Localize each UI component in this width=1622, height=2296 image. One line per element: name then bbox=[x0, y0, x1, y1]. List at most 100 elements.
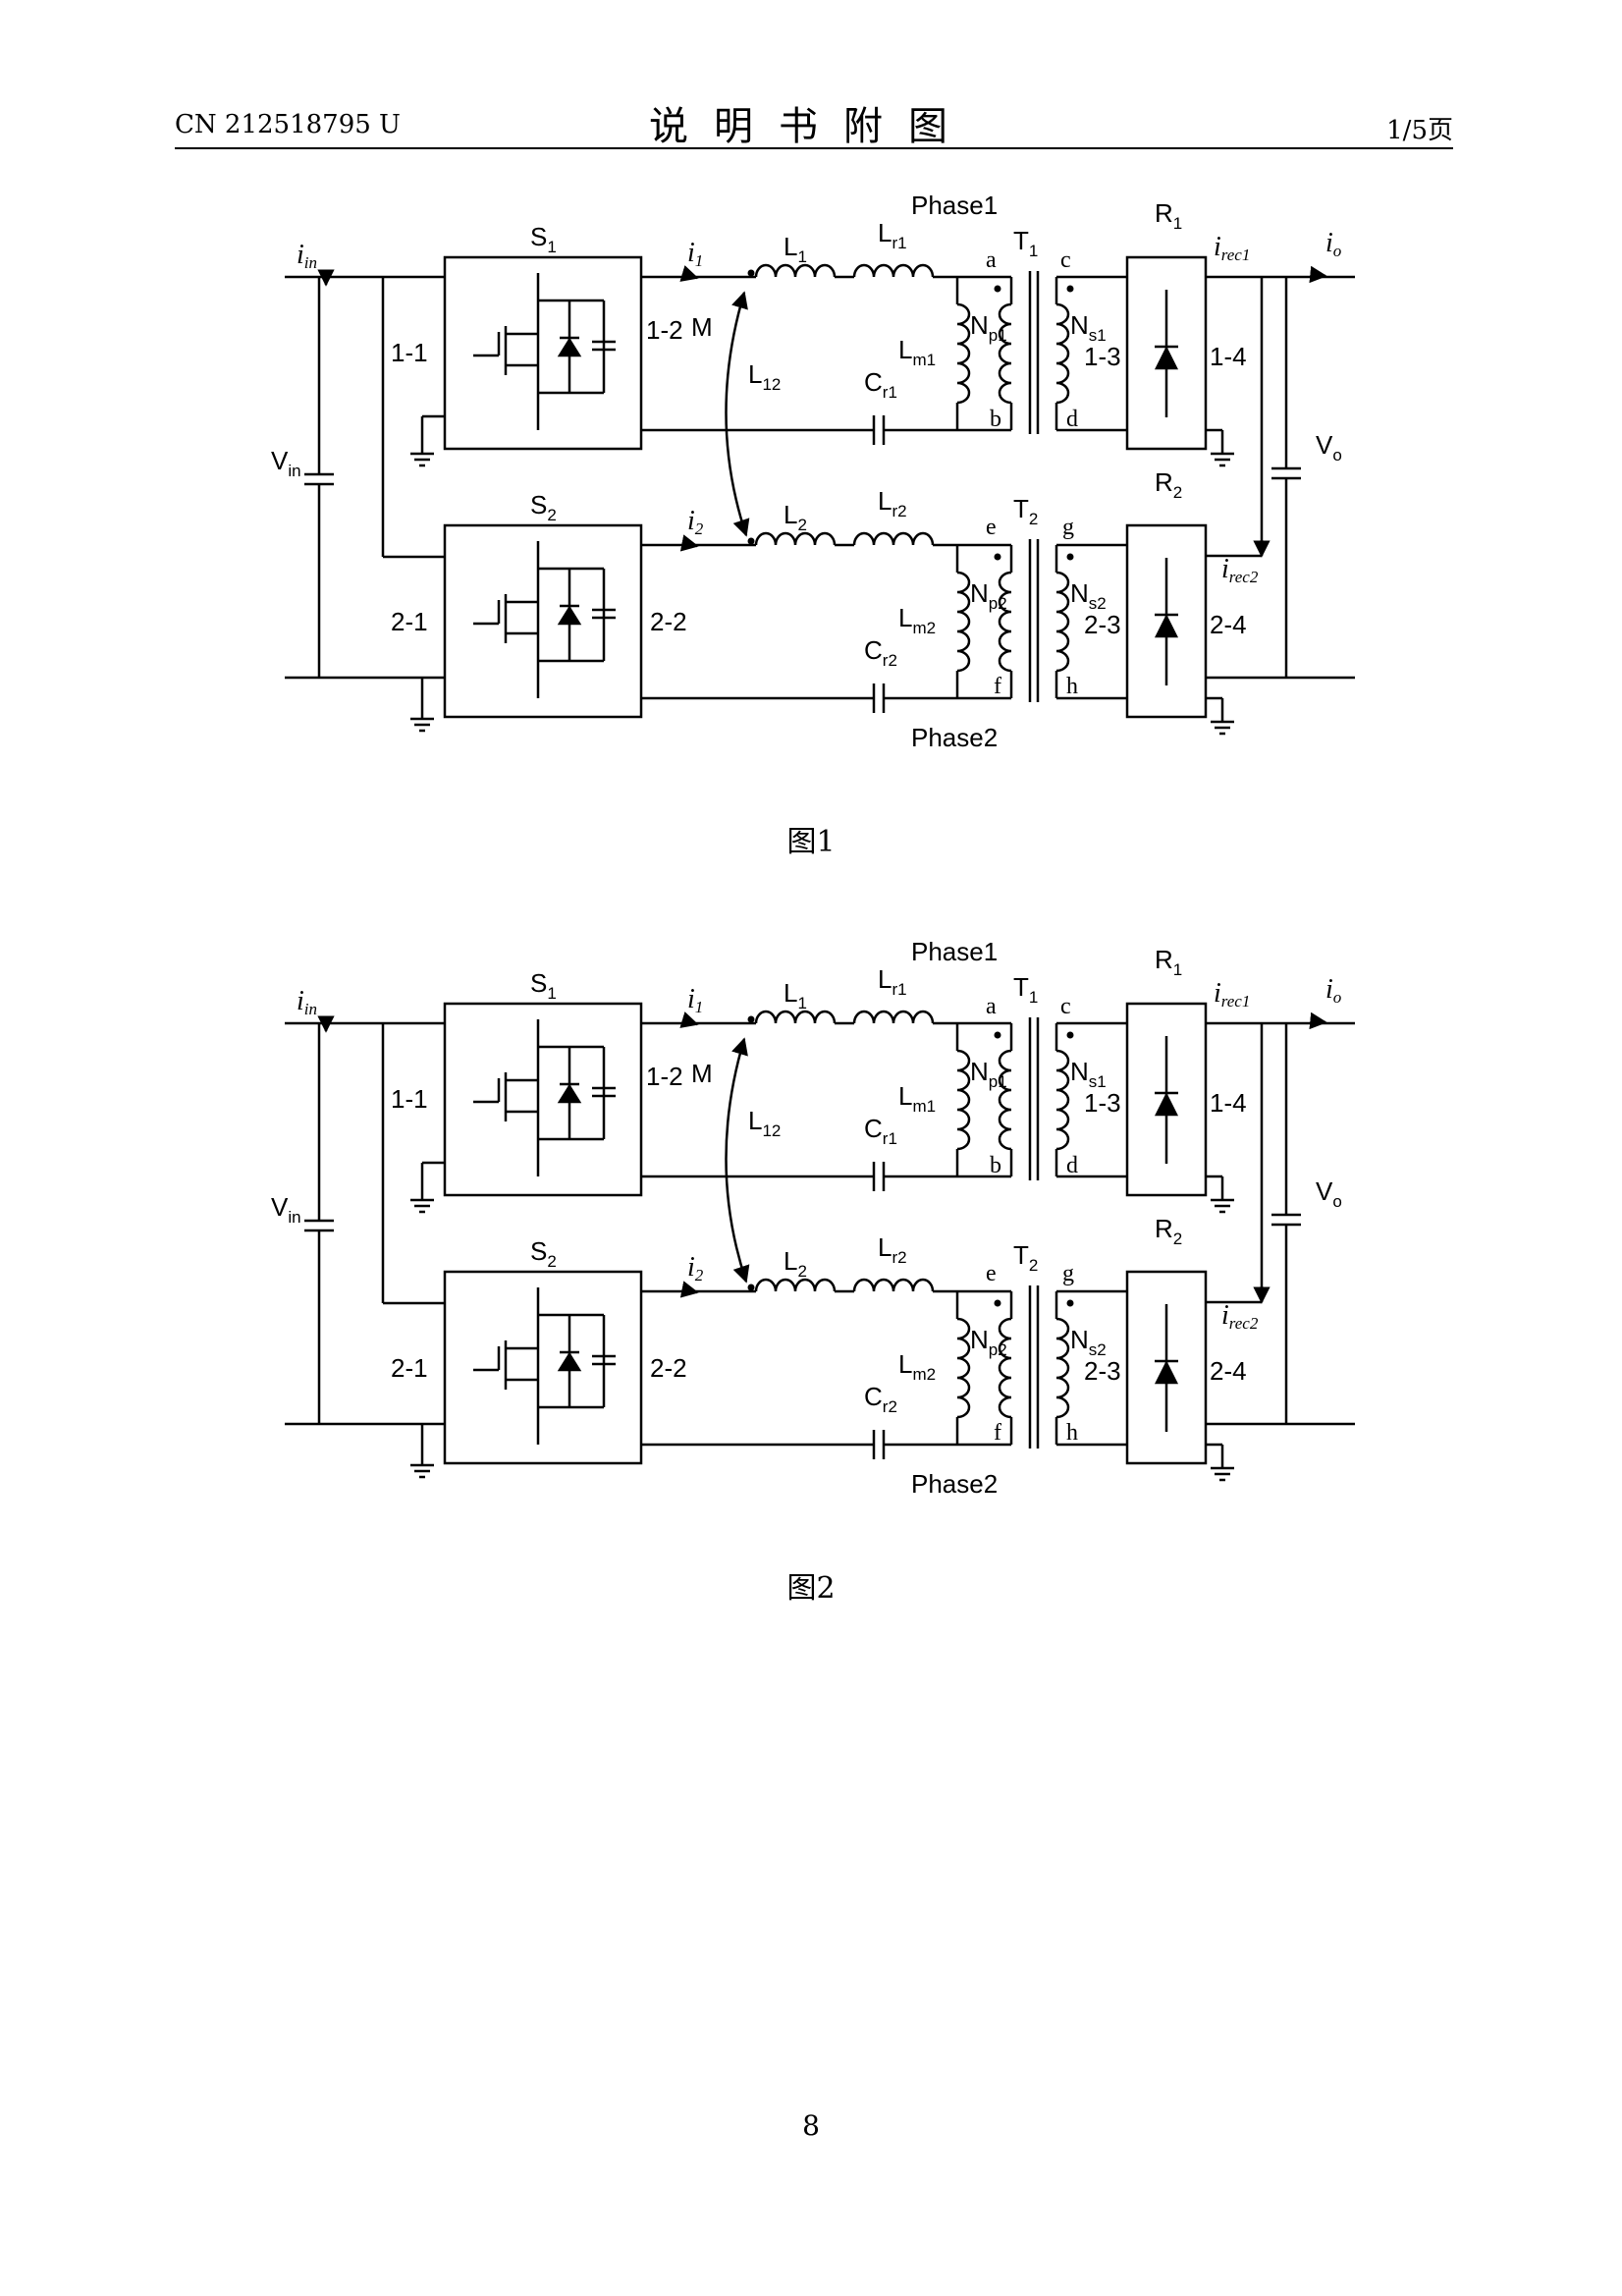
node-2-2: 2-2 bbox=[650, 607, 687, 636]
page-title: 说明书附图 bbox=[649, 104, 973, 149]
i-o-label: io bbox=[1325, 974, 1341, 1007]
terminal-e: e bbox=[986, 515, 997, 540]
patent-number: CN 212518795 U bbox=[175, 110, 401, 139]
l2-polarity-dot bbox=[747, 537, 755, 545]
winding-np2 bbox=[998, 571, 1012, 673]
np1-polarity-dot bbox=[994, 285, 1001, 293]
mutual-coupling-arrow bbox=[725, 291, 750, 537]
cr1-label: Cr1 bbox=[864, 1114, 897, 1148]
i1-label: i1 bbox=[687, 238, 703, 270]
terminal-h: h bbox=[1066, 674, 1078, 699]
inductor-l1 bbox=[754, 263, 837, 278]
l1-polarity-dot bbox=[747, 1015, 755, 1023]
l2-polarity-dot bbox=[747, 1284, 755, 1291]
m-label: M bbox=[691, 312, 713, 342]
i-rec1-label: irec1 bbox=[1214, 978, 1250, 1011]
rectifier-r2 bbox=[1125, 523, 1208, 719]
i-rec1-label: irec1 bbox=[1214, 232, 1250, 264]
terminal-f: f bbox=[994, 674, 1001, 699]
inductor-l1 bbox=[754, 1010, 837, 1024]
page-number: 8 bbox=[802, 2109, 820, 2142]
terminal-c: c bbox=[1060, 994, 1071, 1019]
phase2-label: Phase2 bbox=[911, 1469, 998, 1499]
header-rule bbox=[175, 147, 1453, 149]
node-1-4: 1-4 bbox=[1210, 342, 1247, 371]
np1-label: Np1 bbox=[970, 310, 1007, 345]
lm1-label: Lm1 bbox=[898, 335, 936, 369]
node-2-1: 2-1 bbox=[391, 607, 428, 636]
l12-label: L12 bbox=[748, 1106, 781, 1140]
node-2-1: 2-1 bbox=[391, 1353, 428, 1383]
lm2-label: Lm2 bbox=[898, 1349, 936, 1384]
terminal-b: b bbox=[990, 1153, 1001, 1178]
inductor-lm2 bbox=[956, 571, 971, 673]
l1-label: L1 bbox=[784, 978, 807, 1012]
v-o-label: Vo bbox=[1316, 1176, 1342, 1211]
winding-np1 bbox=[998, 1049, 1012, 1151]
i-rec2-label: irec2 bbox=[1221, 554, 1259, 586]
figure-1-diagram: Phase1 Phase2 S1 S2 R1 R2 T1 T2 iin i1 i… bbox=[265, 177, 1375, 786]
node-2-2: 2-2 bbox=[650, 1353, 687, 1383]
i-rec2-label: irec2 bbox=[1221, 1300, 1259, 1333]
i2-label: i2 bbox=[687, 506, 704, 538]
i-in-label: iin bbox=[297, 986, 317, 1018]
i-o-label: io bbox=[1325, 228, 1341, 260]
phase1-label: Phase1 bbox=[911, 937, 998, 966]
winding-ns1 bbox=[1055, 302, 1070, 405]
node-2-4: 2-4 bbox=[1210, 1356, 1247, 1386]
node-2-3: 2-3 bbox=[1084, 610, 1121, 639]
ns2-label: Ns2 bbox=[1070, 1325, 1107, 1359]
terminal-a: a bbox=[986, 247, 997, 273]
lr1-label: Lr1 bbox=[878, 964, 907, 999]
switch-box-s2 bbox=[443, 1270, 643, 1465]
r1-label: R1 bbox=[1155, 198, 1182, 233]
l1-polarity-dot bbox=[747, 269, 755, 277]
terminal-f: f bbox=[994, 1420, 1001, 1446]
inductor-l2 bbox=[754, 1278, 837, 1292]
i2-label: i2 bbox=[687, 1252, 704, 1285]
terminal-c: c bbox=[1060, 247, 1071, 273]
winding-ns2 bbox=[1055, 1317, 1070, 1419]
page-indicator: 1/5页 bbox=[1386, 116, 1453, 145]
t1-label: T1 bbox=[1013, 972, 1038, 1007]
node-2-4: 2-4 bbox=[1210, 610, 1247, 639]
lm1-label: Lm1 bbox=[898, 1081, 936, 1116]
np1-label: Np1 bbox=[970, 1057, 1007, 1091]
np2-polarity-dot bbox=[994, 1299, 1001, 1307]
inductor-lm1 bbox=[956, 1049, 971, 1151]
np2-label: Np2 bbox=[970, 578, 1007, 613]
winding-np2 bbox=[998, 1317, 1012, 1419]
t2-label: T2 bbox=[1013, 1240, 1038, 1275]
switch-box-s1 bbox=[443, 255, 643, 451]
inductor-lm2 bbox=[956, 1317, 971, 1419]
r1-label: R1 bbox=[1155, 945, 1182, 979]
switch-box-s2 bbox=[443, 523, 643, 719]
ns1-polarity-dot bbox=[1066, 1031, 1074, 1039]
np2-label: Np2 bbox=[970, 1325, 1007, 1359]
node-1-1: 1-1 bbox=[391, 338, 428, 367]
inductor-l2 bbox=[754, 531, 837, 546]
switch-box-s1 bbox=[443, 1002, 643, 1197]
terminal-d: d bbox=[1066, 1153, 1078, 1178]
i1-label: i1 bbox=[687, 984, 703, 1016]
l1-label: L1 bbox=[784, 232, 807, 266]
rectifier-r1 bbox=[1125, 255, 1208, 451]
mutual-coupling-arrow bbox=[725, 1037, 750, 1284]
terminal-d: d bbox=[1066, 407, 1078, 432]
t1-label: T1 bbox=[1013, 226, 1038, 260]
lr1-label: Lr1 bbox=[878, 218, 907, 252]
node-1-3: 1-3 bbox=[1084, 342, 1121, 371]
v-in-label: Vin bbox=[271, 446, 301, 480]
inductor-lr1 bbox=[852, 263, 935, 278]
figure-2-diagram: Phase1 Phase2 S1 S2 R1 R2 T1 T2 iin i1 i… bbox=[265, 923, 1375, 1532]
ns1-label: Ns1 bbox=[1070, 1057, 1107, 1091]
ns1-polarity-dot bbox=[1066, 285, 1074, 293]
v-o-label: Vo bbox=[1316, 430, 1342, 465]
terminal-g: g bbox=[1062, 515, 1074, 540]
circuit-schematic: Phase1 Phase2 S1 S2 R1 R2 T1 T2 iin i1 i… bbox=[271, 937, 1355, 1499]
inductor-lm1 bbox=[956, 302, 971, 405]
terminal-g: g bbox=[1062, 1261, 1074, 1286]
node-1-2: 1-2 bbox=[646, 315, 683, 345]
s2-label: S2 bbox=[530, 490, 557, 524]
s1-label: S1 bbox=[530, 222, 557, 256]
